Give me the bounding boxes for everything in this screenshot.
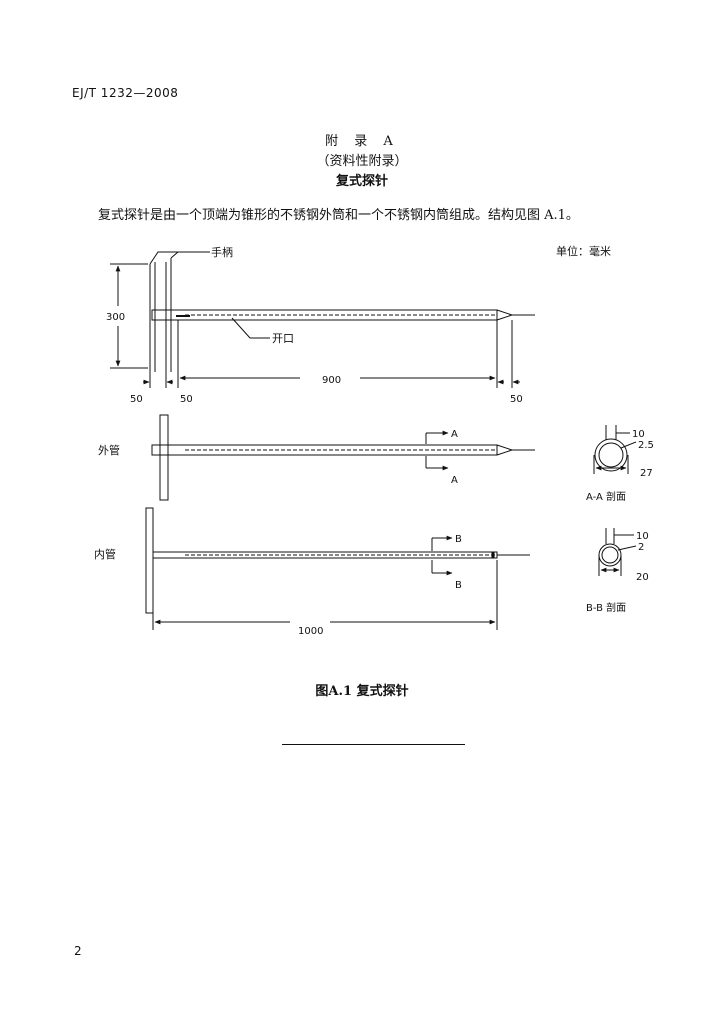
handle-label: 手柄 <box>211 245 233 259</box>
section-a-top: A <box>451 429 458 440</box>
dim-aa-10: 10 <box>632 429 645 440</box>
outer-tube-label: 外管 <box>98 443 120 457</box>
dim-1000: 1000 <box>298 626 323 637</box>
appendix-name: 复式探针 <box>335 174 388 189</box>
opening-label: 开口 <box>272 332 294 345</box>
section-aa-drawing <box>593 425 637 474</box>
section-a-bottom: A <box>451 475 458 486</box>
figure-caption: 图A.1 复式探针 <box>315 684 409 699</box>
dim-900: 900 <box>322 375 341 386</box>
dim-bb-10: 10 <box>636 531 649 542</box>
section-bb-drawing <box>598 528 637 576</box>
dim-50-left: 50 <box>130 394 143 405</box>
dim-aa-2-5: 2.5 <box>638 440 654 451</box>
section-b-bottom: B <box>455 580 462 591</box>
section-aa-caption: A-A 剖面 <box>586 490 626 503</box>
dim-300: 300 <box>106 312 125 323</box>
dim-bb-20: 20 <box>636 572 649 583</box>
dim-aa-27: 27 <box>640 468 653 479</box>
dim-50-mid: 50 <box>180 394 193 405</box>
dim-50-right: 50 <box>510 394 523 405</box>
intro-paragraph: 复式探针是由一个顶端为锥形的不锈钢外筒和一个不锈钢内筒组成。结构见图 A.1。 <box>98 208 579 223</box>
outer-tube-drawing <box>151 414 535 501</box>
dim-bb-2: 2 <box>638 542 644 553</box>
standard-code: EJ/T 1232—2008 <box>72 86 179 100</box>
inner-tube-label: 内管 <box>94 547 116 561</box>
unit-note: 单位：毫米 <box>556 245 611 258</box>
assembled-probe <box>110 251 535 388</box>
appendix-title: 附 录 A <box>325 134 399 149</box>
section-bb-caption: B-B 剖面 <box>586 601 626 614</box>
page-number: 2 <box>74 944 82 958</box>
inner-tube-drawing <box>145 507 530 630</box>
section-b-top: B <box>455 534 462 545</box>
end-rule <box>282 744 465 745</box>
appendix-type: （资料性附录） <box>316 154 408 169</box>
